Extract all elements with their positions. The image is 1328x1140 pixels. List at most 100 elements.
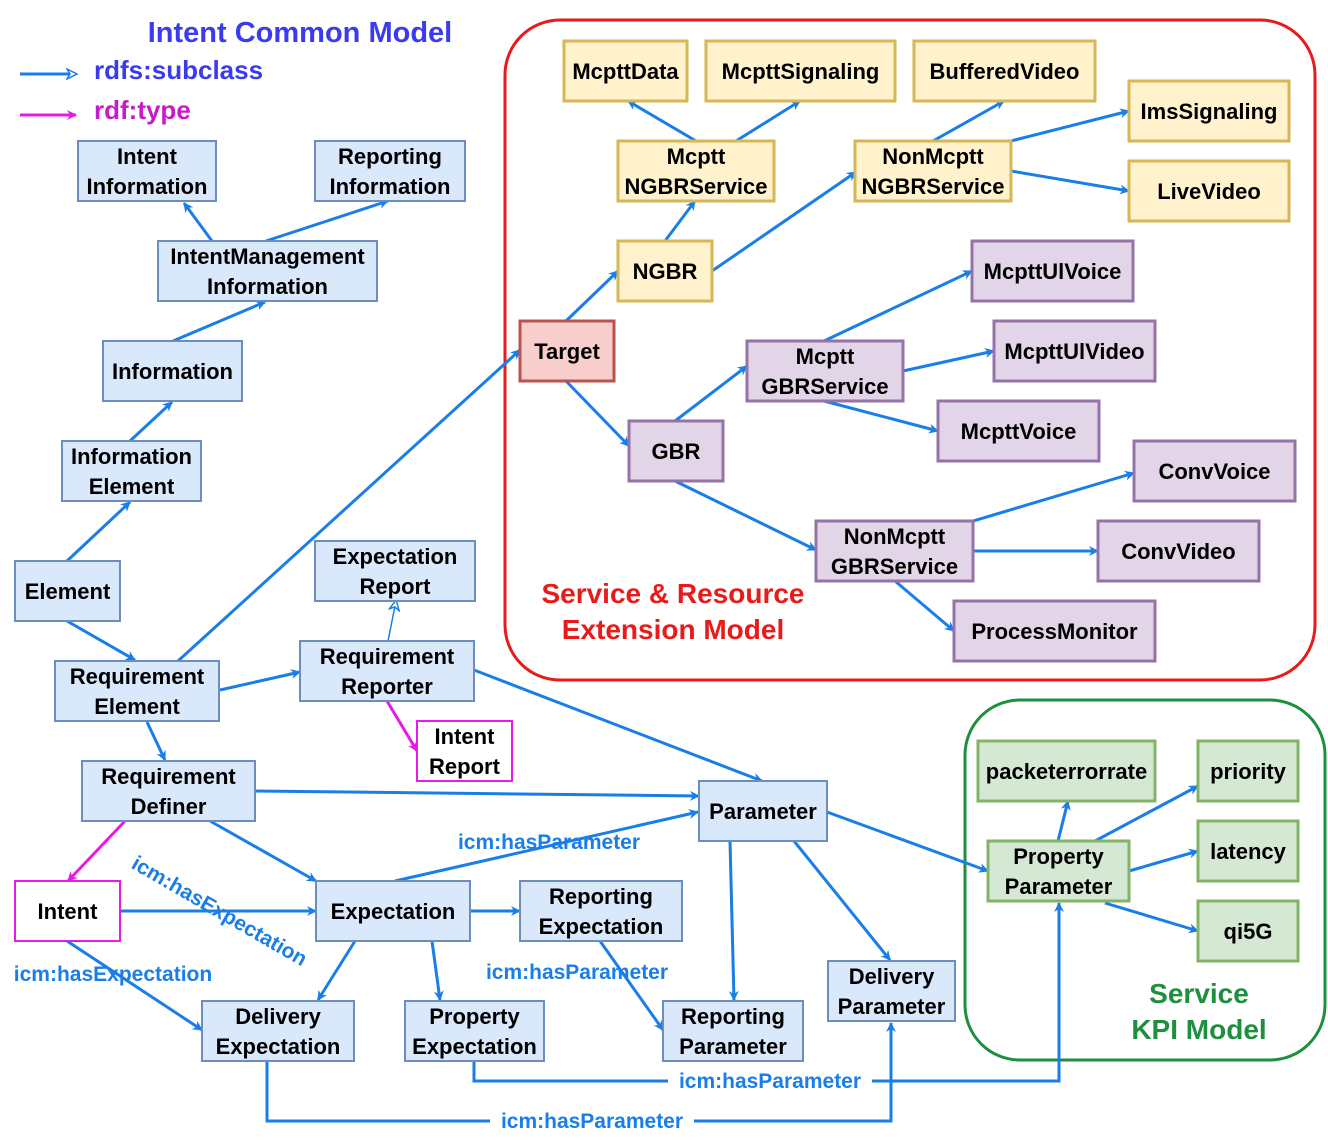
node-label: Delivery: [235, 1004, 321, 1029]
node-intent: Intent: [14, 880, 121, 942]
node-box: [102, 340, 243, 402]
node-mcptt-voice: McpttVoice: [936, 399, 1101, 463]
edge-label-has-expectation-left: icm:hasExpectation: [14, 963, 212, 986]
node-label: packeterrorrate: [986, 759, 1147, 784]
edge: [598, 940, 665, 1031]
node-box: [704, 39, 897, 103]
node-label: LiveVideo: [1157, 179, 1261, 204]
edge: [209, 819, 317, 883]
edge-label-has-parameter-top: icm:hasParameter: [458, 831, 640, 854]
edge: [1010, 169, 1130, 195]
node-label: Information: [112, 359, 233, 384]
node-label: Reporting: [681, 1004, 785, 1029]
node-mcptt-ul-video: McpttUlVideo: [992, 319, 1157, 383]
node-label: NGBR: [633, 259, 698, 284]
node-conv-video: ConvVideo: [1096, 519, 1261, 583]
node-label: Parameter: [838, 994, 946, 1019]
node-box: [986, 839, 1131, 903]
node-box: [616, 239, 714, 303]
edge: [145, 721, 167, 761]
node-box: [992, 319, 1157, 383]
extension-model-frame: [503, 18, 1317, 682]
edge: [792, 840, 892, 961]
node-ngbr: NGBR: [616, 239, 714, 303]
node-label: ImsSignaling: [1141, 99, 1278, 124]
node-box: [14, 880, 121, 942]
edge: [1094, 784, 1199, 843]
node-label: NGBRService: [624, 174, 767, 199]
node-label: Information: [71, 444, 192, 469]
node-box: [314, 140, 466, 202]
edge: [66, 619, 136, 662]
label-bg: [490, 1108, 694, 1134]
node-mcptt-signaling: McpttSignaling: [704, 39, 897, 103]
node-label: McpttData: [572, 59, 679, 84]
edge: [1010, 108, 1130, 143]
extension-model-title: Extension Model: [562, 614, 784, 645]
node-label: Requirement: [70, 664, 205, 689]
node-label: Requirement: [101, 764, 236, 789]
edge: [674, 364, 748, 423]
node-priority: priority: [1196, 739, 1300, 803]
node-buffered-video: BufferedVideo: [912, 39, 1097, 103]
node-box: [201, 1000, 355, 1062]
node-box: [853, 139, 1013, 203]
node-box: [970, 239, 1135, 303]
node-box: [952, 599, 1157, 663]
node-box: [61, 440, 202, 502]
edge: [627, 99, 697, 143]
edge-label-has-parameter-mid: icm:hasParameter: [486, 961, 668, 984]
node-process-monitor: ProcessMonitor: [952, 599, 1157, 663]
node-label: Information: [87, 174, 208, 199]
node-mcptt-data: McpttData: [562, 39, 689, 103]
node-packet-error-rate: packeterrorrate: [976, 739, 1157, 803]
edge: [66, 939, 203, 1032]
edge: [1104, 901, 1199, 934]
node-label: Parameter: [709, 799, 817, 824]
node-label: Element: [94, 694, 180, 719]
node-box: [314, 540, 476, 602]
node-label: Reporter: [341, 674, 433, 699]
node-label: latency: [1210, 839, 1287, 864]
edge: [394, 809, 699, 883]
legend-title: Intent Common Model: [148, 17, 452, 49]
edge: [728, 840, 739, 1001]
node-label: Reporting: [549, 884, 653, 909]
node-box: [616, 139, 776, 203]
node-box: [315, 880, 471, 942]
node-label: Definer: [131, 794, 207, 819]
node-label: McpttUlVideo: [1004, 339, 1144, 364]
node-live-video: LiveVideo: [1127, 159, 1291, 223]
node-label: Expectation: [331, 899, 456, 924]
node-label: ConvVideo: [1121, 539, 1236, 564]
node-box: [157, 240, 378, 302]
extension-model-title: Service & Resource: [541, 578, 804, 609]
node-box: [81, 760, 256, 822]
edge: [1056, 800, 1071, 842]
node-label: Mcptt: [796, 344, 855, 369]
node-label: GBRService: [831, 554, 958, 579]
edge: [902, 348, 995, 373]
edge: [564, 269, 620, 323]
node-ims-signaling: ImsSignaling: [1127, 79, 1291, 143]
node-label: ProcessMonitor: [971, 619, 1138, 644]
node-latency: latency: [1196, 819, 1300, 883]
node-information: Information: [102, 340, 243, 402]
node-label: Expectation: [539, 914, 664, 939]
node-label: Element: [89, 474, 175, 499]
node-qi5g: qi5G: [1196, 899, 1300, 963]
node-label: priority: [1210, 759, 1287, 784]
node-box: [416, 720, 513, 782]
node-box: [1127, 159, 1291, 223]
